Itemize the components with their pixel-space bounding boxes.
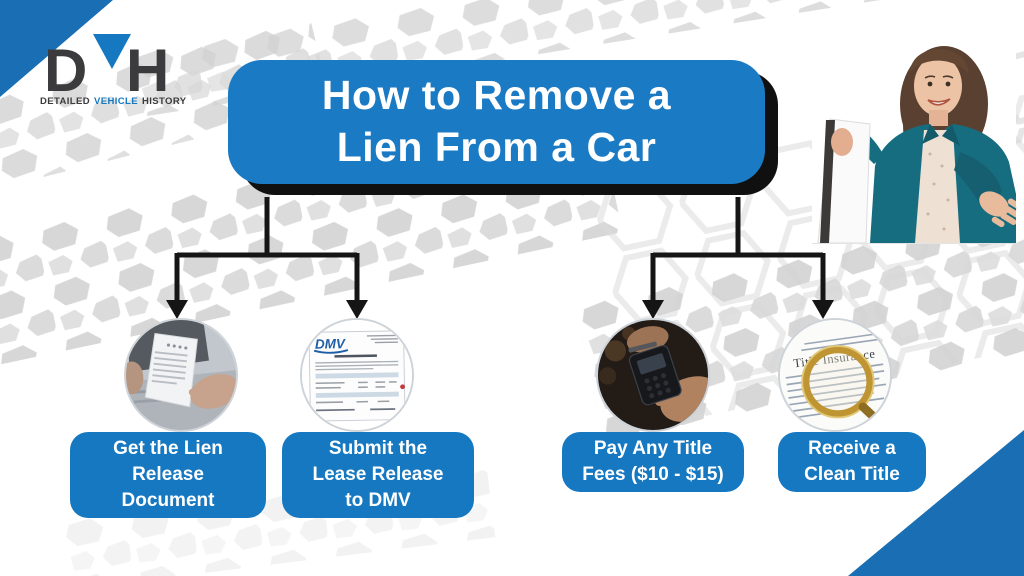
dmv-logo-text: DMV xyxy=(315,336,346,352)
step2-label-line3: to DMV xyxy=(345,490,411,512)
step3-label-line1: Pay Any Title xyxy=(593,437,713,459)
logo-v-triangle-icon xyxy=(93,34,131,69)
step2-label-line2: Lease Release xyxy=(312,463,444,485)
step4-label-line2: Clean Title xyxy=(804,464,900,485)
step4-label: Receive a Clean Title xyxy=(778,432,926,492)
logo-letter-d: D xyxy=(44,37,87,104)
step1-label-line1: Get the Lien xyxy=(113,437,223,459)
dvh-logo: D H DETAILED VEHICLE HISTORY xyxy=(40,34,187,107)
logo-letter-h: H xyxy=(126,37,169,104)
dmv-form-icon: DMV xyxy=(302,320,412,430)
step4-image-circle: Title Insurance xyxy=(778,318,892,432)
logo-tagline-history: HISTORY xyxy=(142,96,187,107)
page-title-line2: Lien From a Car xyxy=(336,124,657,170)
logo-tagline-vehicle: VEHICLE xyxy=(94,96,138,107)
step2-label: Submit the Lease Release to DMV xyxy=(282,432,474,518)
card-payment-photo-icon xyxy=(598,320,708,430)
presenter-illustration xyxy=(812,24,1024,244)
step4-label-line1: Receive a xyxy=(808,437,896,459)
step1-image-circle xyxy=(124,318,238,432)
step1-label-line2: Release xyxy=(132,463,204,485)
step3-label: Pay Any Title Fees ($10 - $15) xyxy=(562,432,744,492)
step1-label-line3: Document xyxy=(121,490,215,512)
step3-label-line2: Fees ($10 - $15) xyxy=(582,464,724,485)
step2-label-line1: Submit the xyxy=(328,437,428,459)
page-title-line1: How to Remove a xyxy=(321,72,672,119)
laptop-document-photo-icon xyxy=(126,320,236,430)
logo-tagline-detailed: DETAILED xyxy=(40,96,90,107)
logo-tagline: DETAILED VEHICLE HISTORY xyxy=(40,96,187,107)
step1-label: Get the Lien Release Document xyxy=(70,432,266,518)
magnifier-title-insurance-icon: Title Insurance xyxy=(780,320,890,430)
presenter-photo xyxy=(812,24,1024,244)
page-title: How to Remove a Lien From a Car xyxy=(228,60,765,184)
step3-image-circle xyxy=(596,318,710,432)
step2-image-circle: DMV xyxy=(300,318,414,432)
